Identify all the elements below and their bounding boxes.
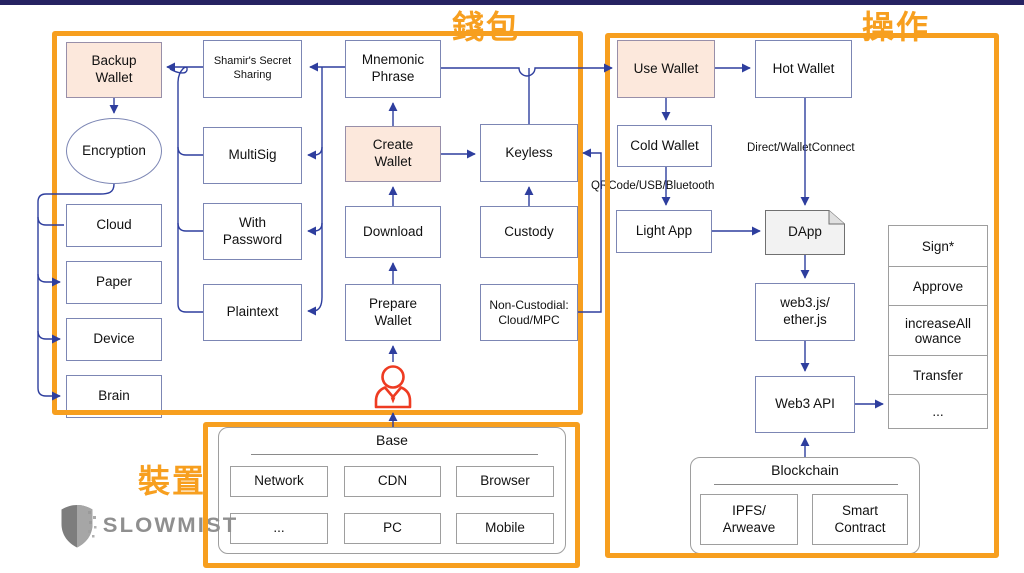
- node-keyless: Keyless: [480, 124, 578, 182]
- edge-noncustodial-to-keyless: [578, 148, 602, 313]
- node-cdn: CDN: [344, 466, 441, 497]
- edge-rail-to-cloud: [37, 216, 64, 226]
- edge-railA-hook: [169, 66, 188, 83]
- node-mobile: Mobile: [456, 513, 554, 544]
- node-device: Device: [66, 318, 162, 361]
- user-person-icon: [374, 365, 412, 409]
- node-paper: Paper: [66, 261, 162, 304]
- node-network: Network: [230, 466, 328, 497]
- stack-item-approve: Approve: [888, 266, 988, 306]
- dapp-label: DApp: [788, 224, 822, 240]
- edge-railB-plaintext: [307, 296, 323, 316]
- node-mnemonic-phrase: Mnemonic Phrase: [345, 40, 441, 98]
- node-create-wallet: Create Wallet: [345, 126, 441, 182]
- stack-item-increase-allowance: increaseAll owance: [888, 305, 988, 356]
- node-non-custodial: Non-Custodial: Cloud/MPC: [480, 284, 578, 341]
- node-prepare-wallet: Prepare Wallet: [345, 284, 441, 341]
- contract-call-stack: Sign* Approve increaseAll owance Transfe…: [888, 225, 988, 429]
- node-use-wallet: Use Wallet: [617, 40, 715, 98]
- base-title: Base: [376, 432, 408, 448]
- slowmist-shield-icon: [61, 505, 97, 548]
- operation-region-label: 操作: [862, 8, 931, 46]
- node-smart-contract: Smart Contract: [812, 494, 908, 545]
- node-hot-wallet: Hot Wallet: [755, 40, 852, 98]
- blockchain-title: Blockchain: [771, 462, 839, 478]
- top-accent-bar: [0, 0, 1024, 5]
- node-with-password: With Password: [203, 203, 302, 260]
- stack-item-sign: Sign*: [888, 225, 988, 267]
- edge-rail-to-paper: [37, 273, 61, 287]
- node-encryption: Encryption: [66, 118, 162, 184]
- edge-mnemonic-to-usewallet: [441, 63, 613, 77]
- slowmist-logo: SLOWMIST: [58, 502, 236, 550]
- edge-railB-withpassword: [307, 222, 323, 236]
- node-pc: PC: [344, 513, 441, 544]
- node-base-more: ...: [230, 513, 328, 544]
- stack-item-more: ...: [888, 394, 988, 429]
- edge-railA-withpassword: [177, 222, 203, 232]
- node-ipfs-arweave: IPFS/ Arweave: [700, 494, 798, 545]
- slowmist-wordmark: SLOWMIST: [102, 514, 239, 537]
- node-dapp: DApp: [765, 210, 845, 255]
- node-multisig: MultiSig: [203, 127, 302, 184]
- node-cloud: Cloud: [66, 204, 162, 247]
- node-custody: Custody: [480, 206, 578, 258]
- wallet-region-label: 錢包: [452, 8, 521, 46]
- base-separator: [251, 454, 538, 455]
- device-region-label: 裝置: [138, 462, 207, 500]
- node-plaintext: Plaintext: [203, 284, 302, 341]
- edge-railA-multisig: [177, 146, 203, 156]
- node-light-app: Light App: [616, 210, 712, 253]
- node-cold-wallet: Cold Wallet: [617, 125, 712, 167]
- node-backup-wallet: Backup Wallet: [66, 42, 162, 98]
- document-shape: [765, 210, 845, 255]
- node-web3-api: Web3 API: [755, 376, 855, 433]
- node-browser: Browser: [456, 466, 554, 497]
- edge-rail-to-device: [37, 330, 61, 344]
- edge-label-qrcode-usb-bluetooth: QRCode/USB/Bluetooth: [589, 180, 717, 192]
- edge-label-direct-walletconnect: Direct/WalletConnect: [745, 142, 857, 154]
- node-web3js-etherjs: web3.js/ ether.js: [755, 283, 855, 341]
- node-shamir-secret-sharing: Shamir's Secret Sharing: [203, 40, 302, 98]
- edge-railA-plaintext: [177, 82, 203, 313]
- node-brain: Brain: [66, 375, 162, 418]
- stack-item-transfer: Transfer: [888, 355, 988, 395]
- edge-railB-multisig: [307, 146, 323, 160]
- blockchain-separator: [714, 484, 898, 485]
- edge-rail-to-brain: [37, 387, 61, 401]
- node-download: Download: [345, 206, 441, 258]
